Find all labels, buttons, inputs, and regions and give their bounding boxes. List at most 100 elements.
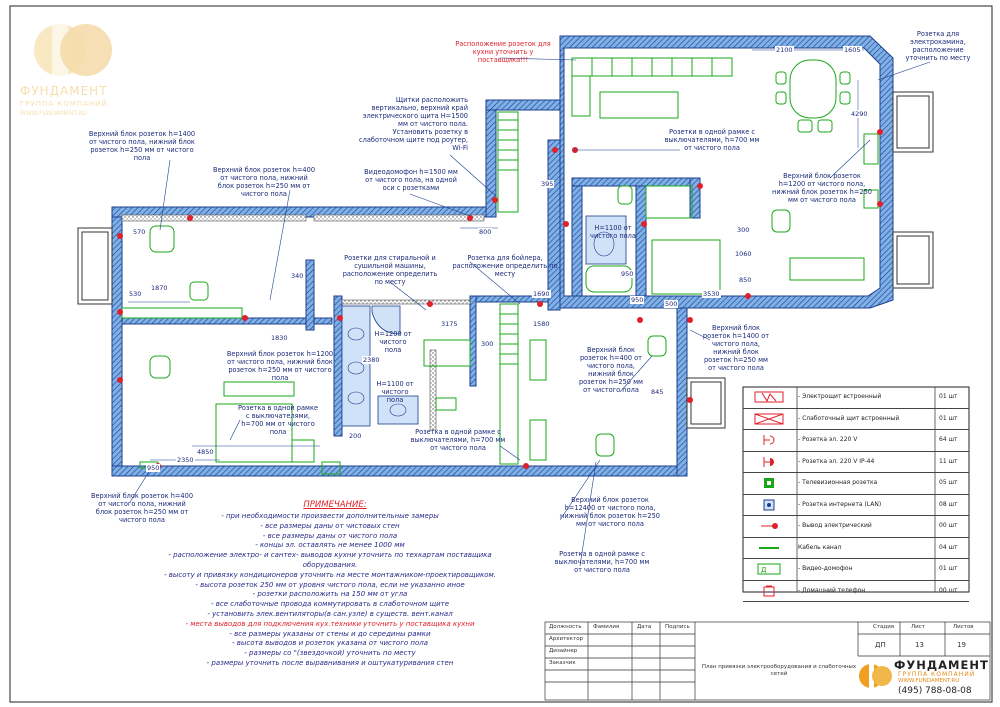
dim-label: 1870 (150, 284, 169, 292)
svg-text:Д: Д (761, 566, 767, 574)
watermark-group: ГРУППА КОМПАНИЙ (20, 100, 108, 108)
dim-label: 530 (128, 290, 143, 298)
lowvoltage-panel-icon (747, 411, 791, 427)
stamp-row-customer: Заказчик (549, 660, 576, 666)
dim-label: 395 (540, 180, 555, 188)
electric-outlet-icon (747, 518, 791, 534)
note-h1400-right: Верхний блок розеток h=1400 от чистого п… (702, 324, 770, 372)
legend-label: Кабель канал (798, 543, 842, 551)
dim-label: 200 (348, 432, 363, 440)
note-line: - установить элек.вентиляторы(в сан.узле… (207, 609, 453, 618)
dim-label: 2350 (176, 456, 195, 464)
watermark-site: WWW.FUNDAMENT.RU (20, 110, 87, 117)
legend-count: 05 шт (939, 479, 958, 486)
home-phone-icon (747, 583, 791, 599)
watermark-logo: ФУНДАМЕНТ ГРУППА КОМПАНИЙ WWW.FUNDAMENT.… (16, 20, 146, 120)
video-intercom-icon: Д (747, 561, 791, 577)
legend-row: - Домашний телефон 00 шт (743, 581, 969, 602)
note-ramka-living: Розетка в одной рамке с выключателями, h… (237, 404, 319, 436)
cable-channel-icon (747, 540, 791, 556)
note-line: - размеры уточнить после выравнивания и … (206, 658, 454, 667)
note-line: - все размеры даны от чистого пола (262, 531, 398, 540)
legend-label: - Домашний телефон (798, 586, 866, 594)
dim-label: 950 (146, 464, 161, 472)
note-electrokamin: Розетка для электрокамина, расположение … (905, 30, 971, 62)
logo-site: WWW.FUNDAMENT.RU (898, 678, 960, 684)
dim-label: 570 (132, 228, 147, 236)
note-ramka-center: Розетка в одной рамке с выключателями, h… (410, 428, 506, 452)
stamp-row-architect: Архитектор (549, 636, 584, 642)
stamp-stage-label: Стадия (873, 624, 895, 630)
dim-label: 850 (738, 276, 753, 284)
dim-label: 1690 (532, 290, 551, 298)
legend-label: - Телевизионная розетка (798, 479, 878, 486)
legend-count: 00 шт (939, 586, 958, 594)
note-line: - высоту и привязку кондиционеров уточни… (163, 570, 497, 579)
legend-label: - Слаботочный щит встроенный (798, 414, 900, 422)
dim-label: 3530 (702, 290, 721, 298)
legend-count: 11 шт (939, 457, 958, 465)
note-boiler: Розетка для бойлера, расположение опреде… (452, 254, 558, 278)
dim-label: 1605 (843, 46, 862, 54)
note-line: - розетки расположить на 150 мм от угла (252, 590, 408, 599)
note-stiral: Розетки для стиральной и сушильной машин… (342, 254, 438, 286)
notes-list: - при необходимости произвести дополните… (150, 512, 510, 669)
legend-count: 01 шт (939, 565, 958, 572)
logo-group: ГРУППА КОМПАНИЙ (898, 671, 976, 678)
dim-label: 950 (630, 296, 645, 304)
notes-title: ПРИМЕЧАНИЕ: (303, 500, 367, 510)
note-top-left-block: Верхний блок розеток h=1400 от чистого п… (88, 130, 196, 162)
note-line: - высота выводов и розеток указана от чи… (231, 639, 429, 648)
dim-label: 300 (480, 340, 495, 348)
fundament-logo-icon (34, 24, 112, 76)
note-line: - все слаботочные провода коммутировать … (210, 600, 450, 609)
dim-label: 3175 (440, 320, 459, 328)
stamp-sheet: 13 (915, 641, 924, 649)
legend-label: - Вывод электрический (798, 522, 872, 529)
legend-row: - Телевизионная розетка 05 шт (743, 473, 969, 495)
note-line: - при необходимости произвести дополните… (221, 512, 439, 520)
legend-label: - Розетка эл. 220 V (798, 436, 858, 443)
note-bottom-right-ramka: Розетка в одной рамке с выключателями, h… (554, 550, 650, 574)
note-bath-h1200: H=1200 от чистого пола (374, 330, 412, 354)
dim-label: 300 (736, 226, 751, 234)
legend-count: 00 шт (939, 522, 958, 529)
dim-label: 4850 (196, 448, 215, 456)
legend-row: - Вывод электрический 00 шт (743, 516, 969, 538)
dim-label: 340 (290, 272, 305, 280)
socket-220-icon (747, 432, 791, 448)
stamp-col-name: Фамилия (593, 624, 620, 630)
legend-row: - Розетка эл. 220 V IP-44 11 шт (743, 452, 969, 473)
note-top-left-block2: Верхний блок розеток h=400 от чистого по… (212, 166, 316, 198)
note-bottom-right-block: Верхний блок розеток h=12400 от чистого … (560, 496, 660, 528)
note-kitchen-red: Расположение розеток для кухни уточнить … (455, 40, 551, 64)
legend-count: 01 шт (939, 414, 958, 422)
fundament-logo-icon (859, 662, 892, 690)
note-line: - концы эл. оставлять не менее 1000 мм (255, 541, 405, 550)
dim-label: 845 (650, 388, 665, 396)
legend-count: 08 шт (939, 500, 958, 508)
stamp-col-sign: Подпись (665, 624, 690, 630)
legend-count: 04 шт (939, 543, 958, 551)
legend-label: - Розетка интернета (LAN) (798, 500, 882, 508)
note-line: - места выводов для подключения кух.техн… (185, 619, 475, 628)
legend-label: - Розетка эл. 220 V IP-44 (798, 457, 875, 465)
note-living-block: Верхний блок розеток h=1200 от чистого п… (226, 350, 334, 382)
note-videodomofon: Видеодомофон h=1500 мм от чистого пола, … (364, 168, 458, 192)
watermark-name: ФУНДАМЕНТ (20, 84, 108, 98)
legend-row: - Розетка интернета (LAN) 08 шт (743, 495, 969, 516)
dim-label: 1060 (734, 250, 753, 258)
note-ramka-top: Розетки в одной рамке с выключателями, h… (664, 128, 760, 152)
legend-row: - Слаботочный щит встроенный 01 шт (743, 409, 969, 430)
note-shchitki: Щитки расположить вертикально, верхний к… (359, 96, 468, 152)
stamp-sheets: 19 (957, 641, 966, 649)
note-line: - высота розеток 250 мм от уровня чистог… (195, 580, 465, 589)
note-h1100-top: H=1100 от чистого пола (590, 224, 636, 240)
stamp-sheets-label: Листов (953, 624, 974, 630)
note-line: - размеры со "(звездочкой) уточнить по м… (244, 649, 416, 658)
